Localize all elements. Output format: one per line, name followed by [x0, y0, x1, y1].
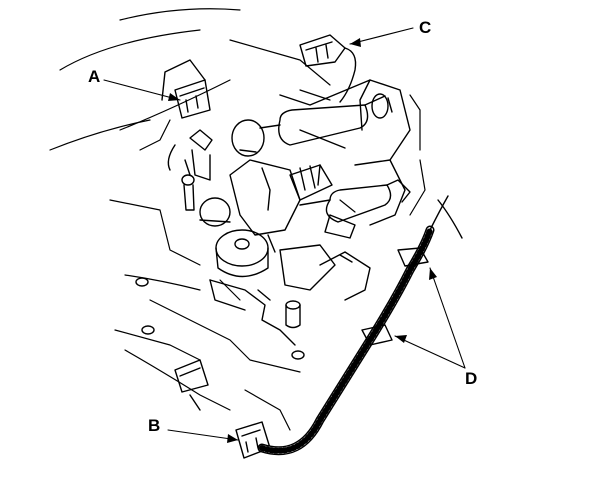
label-a: A: [88, 67, 101, 86]
connector-b: [174, 359, 271, 459]
leader-lines: [103, 27, 466, 441]
engine-block-outline: [49, 8, 426, 431]
mount-plate: [209, 251, 371, 346]
solenoid-lower: [289, 164, 411, 239]
label-d: D: [465, 369, 478, 388]
sensor-housing: [199, 159, 336, 291]
label-b: B: [148, 416, 161, 435]
valve-bracket: [279, 79, 411, 226]
round-sensor: [215, 229, 269, 278]
connector-c: [299, 34, 357, 103]
stud-pin: [135, 174, 305, 360]
wire-harness: [257, 195, 463, 456]
label-c: C: [419, 18, 432, 37]
connector-a: [161, 59, 213, 181]
solenoid-upper: [231, 93, 393, 157]
leader-arrowheads: [168, 38, 437, 443]
